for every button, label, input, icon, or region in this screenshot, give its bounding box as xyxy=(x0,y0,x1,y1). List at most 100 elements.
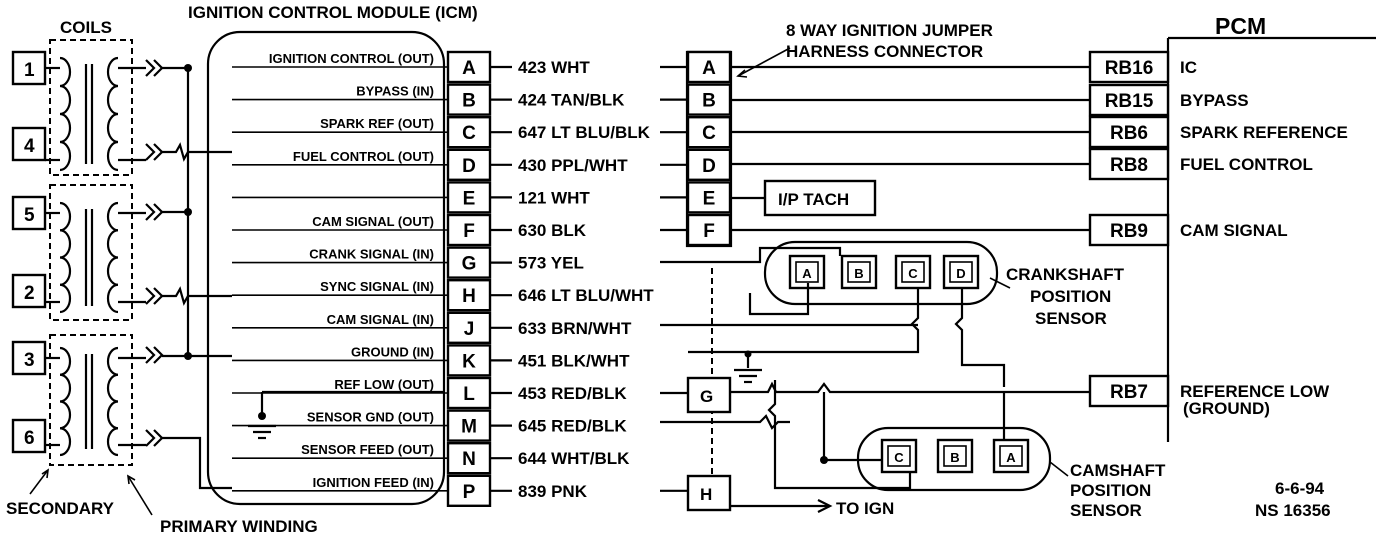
diagram-date: 6-6-94 xyxy=(1275,479,1325,498)
jumper-pin-box xyxy=(686,50,732,84)
cam-pin-inner xyxy=(943,445,967,467)
svg-text:G: G xyxy=(700,387,713,406)
wire-code: 630 BLK xyxy=(518,221,587,240)
icm-pin-label: FUEL CONTROL (OUT) xyxy=(293,149,434,164)
icm-pin-label: CAM SIGNAL (IN) xyxy=(327,312,434,327)
icm-pin-letter: M xyxy=(461,417,477,438)
jumper-pin-box xyxy=(686,115,732,149)
icm-pin-letter: L xyxy=(463,384,475,405)
coil-connector-chevrons xyxy=(144,58,164,448)
icm-pin-box xyxy=(446,409,492,442)
icm-pin-box xyxy=(446,115,492,149)
diagram-ref-code: NS 16356 xyxy=(1255,501,1331,520)
icm-pin-label: SYNC SIGNAL (IN) xyxy=(320,279,434,294)
pcm-pin-label: BYPASS xyxy=(1180,91,1249,110)
crank-label-3: SENSOR xyxy=(1035,309,1107,328)
crank-pin-inner xyxy=(795,261,819,283)
coils-title: COILS xyxy=(60,18,112,37)
icm-pin-letter: B xyxy=(462,91,476,112)
crank-pin-letter: A xyxy=(802,266,812,281)
icm-pin-label: IGNITION CONTROL (OUT) xyxy=(269,51,434,66)
icm-pin-label: IGNITION FEED (IN) xyxy=(313,475,434,490)
cam-label-3: SENSOR xyxy=(1070,501,1142,520)
crank-pin-letter: B xyxy=(854,266,863,281)
crank-pin-inner xyxy=(949,261,973,283)
pcm-pin-label: IC xyxy=(1180,58,1197,77)
pcm-pin-id: RB7 xyxy=(1110,382,1148,403)
coil-terminal-4: 4 xyxy=(11,126,47,162)
cam-pin-inner xyxy=(999,445,1023,467)
coil-windings xyxy=(45,56,146,457)
secondary-winding xyxy=(59,346,72,457)
icm-pin-letter: C xyxy=(462,123,476,144)
wire-code: 451 BLK/WHT xyxy=(518,351,630,370)
primary-bus xyxy=(162,64,232,490)
svg-text:6: 6 xyxy=(24,428,35,449)
primary-winding-label: PRIMARY WINDING xyxy=(160,517,318,536)
icm-pin-letter: D xyxy=(462,156,476,177)
pcm-pin-id: RB16 xyxy=(1105,58,1154,79)
secondary-winding xyxy=(59,56,72,172)
pcm-title: PCM xyxy=(1215,13,1266,39)
icm-pin-label: SPARK REF (OUT) xyxy=(320,116,434,131)
icm-pin-label: SENSOR FEED (OUT) xyxy=(301,442,434,457)
svg-text:5: 5 xyxy=(24,205,35,226)
primary-winding xyxy=(106,346,119,457)
crank-pin-letter: D xyxy=(956,266,965,281)
wire-code: 424 TAN/BLK xyxy=(518,91,625,110)
icm-ground-symbol xyxy=(246,390,445,440)
icm-pin-label: CAM SIGNAL (OUT) xyxy=(312,214,434,229)
icm-pin-letter: A xyxy=(462,58,476,79)
cam-pin-letter: C xyxy=(894,450,904,465)
wire-code: 646 LT BLU/WHT xyxy=(518,286,654,305)
icm-pin-letter: J xyxy=(464,319,475,340)
pcm-pin-label: CAM SIGNAL xyxy=(1180,221,1288,240)
svg-text:3: 3 xyxy=(24,350,35,371)
wire-code: 573 YEL xyxy=(518,254,584,273)
wire-code: 647 LT BLU/BLK xyxy=(518,123,651,142)
icm-pin-letter: E xyxy=(463,188,476,209)
pcm-pin-box xyxy=(1088,83,1170,117)
icm-pin-label: GROUND (IN) xyxy=(351,344,434,359)
secondary-winding xyxy=(59,201,72,314)
pcm-pin-label: SPARK REFERENCE xyxy=(1180,123,1348,142)
jumper-pin-box xyxy=(686,83,732,116)
pcm-pin-id: RB8 xyxy=(1110,155,1148,176)
crank-pin-letter: C xyxy=(908,266,918,281)
cam-label-1: CAMSHAFT xyxy=(1070,461,1166,480)
pcm-pin-id: RB9 xyxy=(1110,221,1148,242)
jumper-pin-letter: A xyxy=(702,58,716,79)
jumper-pin-letter: C xyxy=(702,123,716,144)
coil-terminal-3: 3 xyxy=(11,340,47,376)
ip-tach-box: I/P TACH xyxy=(731,179,877,217)
icm-pin-letter: K xyxy=(462,351,476,372)
coil-pack-dashed-outline xyxy=(49,39,133,466)
icm-pin-letter: P xyxy=(463,482,476,503)
icm-pin-label: CRANK SIGNAL (IN) xyxy=(309,247,434,262)
svg-text:H: H xyxy=(700,485,712,504)
wire-code: 121 WHT xyxy=(518,188,590,207)
crank-sensor-pins: A B C D xyxy=(788,254,980,290)
icm-pin-label: SENSOR GND (OUT) xyxy=(307,410,434,425)
icm-pin-letter: H xyxy=(462,286,476,307)
pcm-pin-box xyxy=(1088,374,1170,408)
icm-title: IGNITION CONTROL MODULE (ICM) xyxy=(188,3,478,22)
pcm-pin-id: RB6 xyxy=(1110,123,1148,144)
crank-pin-inner xyxy=(901,261,925,283)
icm-pin-label: BYPASS (IN) xyxy=(356,84,434,99)
wire-code: 645 RED/BLK xyxy=(518,417,627,436)
icm-pin-label: REF LOW (OUT) xyxy=(334,377,434,392)
pcm-pin-label: REFERENCE LOW xyxy=(1180,382,1330,401)
jumper-pin-box xyxy=(686,181,732,214)
pcm-pin-box xyxy=(1088,115,1170,149)
icm-pin-box xyxy=(446,148,492,182)
cam-pin-letter: B xyxy=(950,450,959,465)
primary-winding xyxy=(106,201,119,314)
svg-text:1: 1 xyxy=(24,60,35,81)
jumper-pin-letter: E xyxy=(703,188,716,209)
jumper-pin-letter: B xyxy=(702,91,716,112)
